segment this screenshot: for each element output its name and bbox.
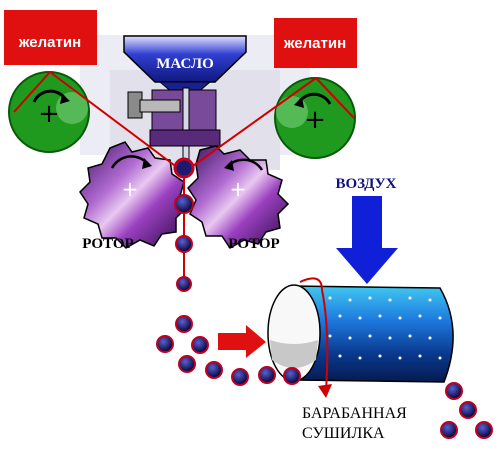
- capsule-column: [173, 157, 195, 292]
- gelatin-roll-left: +: [8, 71, 90, 153]
- rotor-left: +: [79, 141, 187, 249]
- plus-icon: +: [304, 105, 326, 135]
- air-arrow-icon: [336, 196, 398, 284]
- air-label: ВОЗДУХ: [335, 176, 396, 192]
- capsules-scattered: [156, 315, 493, 439]
- rotor-right: +: [187, 145, 290, 249]
- dryer-label-line1: БАРАБАННАЯ: [302, 405, 407, 422]
- gelatin-label-right: желатин: [274, 18, 357, 68]
- gelatin-ribbons: [13, 71, 355, 169]
- gelatin-label-right-text: желатин: [283, 35, 346, 52]
- rotor-label-right: РОТОР: [228, 236, 279, 252]
- plus-icon: +: [38, 99, 60, 129]
- drum-dryer: [267, 277, 454, 398]
- rotor-label-left: РОТОР: [82, 236, 133, 252]
- capsule-icon: [176, 276, 192, 292]
- gelatin-label-left-text: желатин: [18, 34, 81, 51]
- feed-arrow-icon: [218, 325, 266, 358]
- gelatin-label-left: желатин: [4, 10, 97, 65]
- pump-body: [127, 87, 221, 167]
- plus-icon: +: [230, 177, 247, 201]
- dryer-label-line2: СУШИЛКА: [302, 425, 385, 442]
- gelatin-roll-right: +: [274, 77, 356, 159]
- plus-icon: +: [122, 177, 139, 201]
- oil-label: МАСЛО: [156, 56, 214, 72]
